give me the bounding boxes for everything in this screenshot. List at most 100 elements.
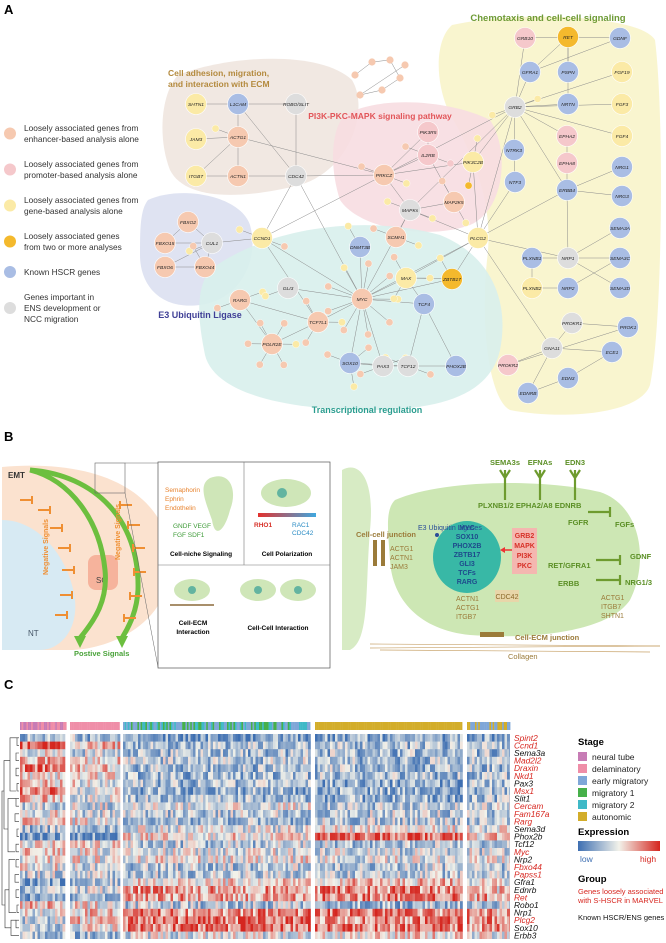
- heatmap-cell: [228, 734, 231, 742]
- heatmap-cell: [345, 848, 348, 856]
- heatmap-cell: [253, 825, 256, 834]
- gene-node-circle: [504, 171, 526, 193]
- heatmap-cell: [317, 749, 321, 758]
- heatmap-cell: [248, 863, 251, 872]
- heatmap-cell: [40, 756, 43, 765]
- heatmap-cell: [55, 825, 58, 834]
- heatmap-cell: [270, 772, 274, 780]
- heatmap-cell: [203, 908, 206, 917]
- stage-cell: [396, 722, 399, 730]
- heatmap-cell: [50, 924, 53, 932]
- heatmap-cell: [82, 749, 86, 758]
- heatmap-cell: [362, 924, 366, 932]
- heatmap-cell: [315, 924, 318, 932]
- heatmap-cell: [265, 901, 269, 910]
- gene-node-l1cam: L1CAM: [227, 93, 249, 115]
- heatmap-cell: [350, 848, 353, 856]
- heatmap-cell: [213, 840, 216, 849]
- heatmap-cell: [255, 779, 259, 788]
- heatmap-cell: [385, 901, 388, 910]
- stage-cell: [31, 722, 33, 730]
- heatmap-cell: [105, 802, 108, 811]
- heatmap-cell: [253, 787, 256, 796]
- e3-label: E3 Ubiquitin Ligases: [418, 525, 482, 532]
- heatmap-cell: [402, 924, 406, 932]
- heatmap-cell: [100, 901, 103, 910]
- heatmap-cell: [138, 802, 141, 811]
- heatmap-cell: [173, 756, 176, 765]
- heatmap-cell: [265, 863, 269, 872]
- heatmap-cell: [50, 893, 53, 902]
- heatmap-cell: [367, 893, 371, 902]
- heatmap-cell: [255, 916, 259, 925]
- gene-node-sox10: SOX10: [339, 352, 361, 374]
- heatmap-cell: [263, 787, 266, 796]
- heatmap-cell: [335, 764, 338, 773]
- heatmap-cell: [298, 810, 301, 818]
- heatmap-cell: [205, 924, 209, 932]
- heatmap-cell: [123, 779, 126, 788]
- heatmap-cell: [148, 825, 151, 834]
- ecm-bottom-2: ACTG1: [456, 605, 479, 612]
- heatmap-cell: [300, 878, 304, 887]
- heatmap-cell: [183, 734, 186, 742]
- heatmap-cell: [377, 787, 381, 796]
- heatmap-cell: [133, 893, 136, 902]
- stage-cell: [217, 722, 220, 730]
- heatmap-cell: [133, 908, 136, 917]
- heatmap-cell: [145, 855, 149, 864]
- heatmap-cell: [387, 924, 391, 932]
- heatmap-cell: [60, 893, 63, 902]
- heatmap-cell: [298, 817, 301, 826]
- heatmap-cell: [402, 794, 406, 803]
- heatmap-cell: [60, 832, 63, 841]
- heatmap-cell: [228, 924, 231, 932]
- heatmap-cell: [337, 749, 341, 758]
- heatmap-cell: [25, 832, 28, 841]
- heatmap-cell: [230, 855, 234, 864]
- heatmap-cell: [342, 901, 346, 910]
- stage-cell: [89, 722, 91, 730]
- heatmap-cell: [300, 931, 304, 939]
- stage-cell: [244, 722, 247, 730]
- heatmap-cell: [218, 794, 221, 803]
- heatmap-cell: [293, 832, 296, 841]
- heatmap-cell: [190, 863, 194, 872]
- heatmap-cell: [95, 886, 98, 894]
- heatmap-cell: [112, 886, 116, 894]
- heatmap-cell: [402, 916, 406, 925]
- heatmap-cell: [268, 749, 271, 758]
- heatmap-cell: [70, 802, 73, 811]
- heatmap-cell: [82, 779, 86, 788]
- heatmap-cell: [205, 772, 209, 780]
- heatmap-cell: [293, 772, 296, 780]
- legend-text: Genes important in: [24, 292, 94, 302]
- rac1-label: RAC1: [292, 522, 310, 529]
- heatmap-cell: [235, 870, 239, 879]
- gene-node-polr2e: POLR2E: [261, 333, 283, 355]
- heatmap-cell: [57, 855, 61, 864]
- heatmap-cell: [347, 779, 351, 788]
- heatmap: [20, 734, 510, 939]
- heatmap-cell: [158, 756, 161, 765]
- heatmap-cell: [372, 878, 376, 887]
- heatmap-cell: [245, 848, 249, 856]
- stage-cell: [297, 722, 300, 730]
- stage-cell: [289, 722, 292, 730]
- heatmap-cell: [52, 863, 56, 872]
- heatmap-cell: [92, 787, 96, 796]
- heatmap-cell: [382, 741, 386, 750]
- heatmap-cell: [183, 886, 186, 894]
- heatmap-cell: [228, 908, 231, 917]
- heatmap-cell: [245, 817, 249, 826]
- heatmap-cell: [22, 870, 26, 879]
- legend-swatch: [4, 163, 16, 176]
- heatmap-cell: [280, 756, 284, 765]
- heatmap-cell: [128, 924, 131, 932]
- heatmap-cell: [303, 787, 306, 796]
- heatmap-cell: [72, 794, 76, 803]
- heatmap-cell: [235, 863, 239, 872]
- heatmap-cell: [47, 840, 51, 849]
- heatmap-cell: [357, 734, 361, 742]
- heatmap-cell: [42, 810, 46, 818]
